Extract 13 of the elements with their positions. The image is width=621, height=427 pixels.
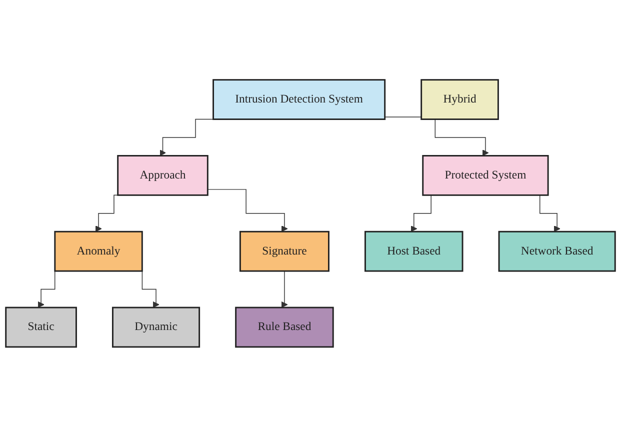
node-box: Anomaly bbox=[54, 231, 143, 272]
node-box: Signature bbox=[239, 231, 330, 272]
arrow bbox=[281, 270, 288, 308]
node-box: Host Based bbox=[364, 231, 464, 272]
node-box: Dynamic bbox=[112, 306, 200, 348]
node-box: Rule Based bbox=[235, 306, 334, 348]
node-box: Static bbox=[5, 306, 77, 348]
node-box: Approach bbox=[117, 155, 208, 196]
arrow bbox=[207, 189, 288, 232]
node-box: Protected System bbox=[422, 155, 549, 196]
node-box: Intrusion Detection System bbox=[212, 79, 386, 120]
node-box: Hybrid bbox=[420, 79, 499, 120]
node-box: Network Based bbox=[498, 231, 616, 272]
